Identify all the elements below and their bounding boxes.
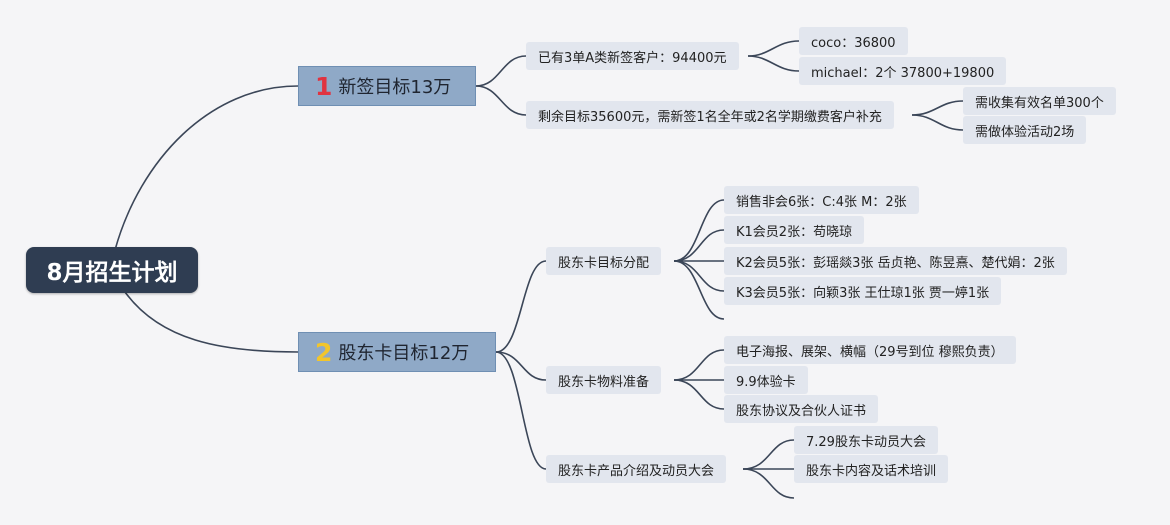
topic-label: michael：2个 37800+19800: [811, 65, 995, 81]
topic-label: 需做体验活动2场: [975, 124, 1075, 140]
link-branch2-item3: [495, 351, 547, 470]
topic-k3-member[interactable]: K3会员5张：向颖3张 王仕琼1张 贾一婷1张: [724, 277, 1002, 305]
topic-mobilization-meeting[interactable]: 7.29股东卡动员大会: [794, 426, 938, 454]
root-title: 8月招生计划: [46, 260, 178, 286]
topic-label: 7.29股东卡动员大会: [806, 434, 926, 450]
link-item2-child1: [911, 100, 964, 116]
branch-new-contracts[interactable]: 1 新签目标13万: [298, 66, 476, 106]
number-1-icon: 1: [315, 71, 333, 101]
topic-agreement-certificate[interactable]: 股东协议及合伙人证书: [724, 395, 879, 423]
topic-michael[interactable]: michael：2个 37800+19800: [799, 57, 1007, 85]
link-item1-child1: [747, 40, 800, 57]
topic-remaining-target[interactable]: 剩余目标35600元，需新签1名全年或2名学期缴费客户补充: [526, 101, 894, 129]
topic-sales-nonmember[interactable]: 销售非会6张：C:4张 M：2张: [724, 186, 919, 214]
topic-existing-clients[interactable]: 已有3单A类新签客户：94400元: [526, 42, 739, 70]
link-materials-child1: [673, 349, 725, 381]
topic-script-training[interactable]: 股东卡内容及话术培训: [794, 455, 949, 483]
link-distribution-empty: [673, 260, 725, 320]
link-materials-child3: [673, 379, 725, 410]
topic-label: 需收集有效名单300个: [975, 95, 1104, 111]
topic-k1-member[interactable]: K1会员2张：苟晓琼: [724, 216, 865, 244]
topic-label: 股东协议及合伙人证书: [736, 403, 867, 419]
topic-label: 股东卡产品介绍及动员大会: [558, 463, 715, 479]
topic-label: 股东卡物料准备: [558, 374, 650, 390]
link-root-branch2: [124, 291, 299, 353]
link-item2-child2: [911, 114, 964, 131]
topic-label: 9.9体验卡: [736, 374, 796, 390]
topic-label: K2会员5张：彭瑶燚3张 岳贞艳、陈昱熹、楚代娟：2张: [736, 255, 1055, 271]
topic-posters-banners[interactable]: 电子海报、展架、横幅（29号到位 穆熙负责）: [724, 336, 1016, 364]
link-root-branch1: [114, 85, 299, 251]
topic-label: 股东卡内容及话术培训: [806, 463, 937, 479]
link-meeting-child1: [742, 439, 795, 470]
link-item1-child2: [747, 55, 800, 72]
topic-label: K1会员2张：苟晓琼: [736, 224, 853, 240]
topic-label: 已有3单A类新签客户：94400元: [538, 50, 727, 66]
topic-label: 股东卡目标分配: [558, 255, 650, 271]
topic-label: 销售非会6张：C:4张 M：2张: [736, 194, 907, 210]
link-branch2-item2: [495, 351, 547, 381]
topic-label: 电子海报、展架、横幅（29号到位 穆熙负责）: [736, 344, 1004, 360]
link-branch2-item1: [495, 260, 547, 353]
branch-new-contracts-label: 新签目标13万: [338, 77, 452, 98]
topic-label: coco：36800: [811, 35, 896, 51]
topic-coco[interactable]: coco：36800: [799, 27, 908, 55]
topic-label: K3会员5张：向颖3张 王仕琼1张 贾一婷1张: [736, 285, 990, 301]
topic-trial-card[interactable]: 9.9体验卡: [724, 366, 808, 394]
topic-collect-leads[interactable]: 需收集有效名单300个: [963, 87, 1116, 115]
link-branch1-item1: [475, 55, 527, 87]
link-meeting-empty: [742, 468, 795, 499]
number-2-icon: 2: [315, 337, 333, 367]
link-distribution-child2: [673, 229, 725, 262]
link-distribution-child1: [673, 199, 725, 262]
topic-k2-member[interactable]: K2会员5张：彭瑶燚3张 岳贞艳、陈昱熹、楚代娟：2张: [724, 247, 1067, 275]
topic-card-materials[interactable]: 股东卡物料准备: [546, 366, 662, 394]
topic-card-meeting[interactable]: 股东卡产品介绍及动员大会: [546, 455, 727, 483]
topic-trial-events[interactable]: 需做体验活动2场: [963, 116, 1087, 144]
link-branch1-item2: [475, 85, 527, 116]
topic-card-distribution[interactable]: 股东卡目标分配: [546, 247, 662, 275]
branch-shareholder-card[interactable]: 2 股东卡目标12万: [298, 332, 496, 372]
root-topic[interactable]: 8月招生计划: [26, 247, 198, 293]
branch-shareholder-card-label: 股东卡目标12万: [338, 343, 470, 364]
topic-label: 剩余目标35600元，需新签1名全年或2名学期缴费客户补充: [538, 109, 882, 125]
